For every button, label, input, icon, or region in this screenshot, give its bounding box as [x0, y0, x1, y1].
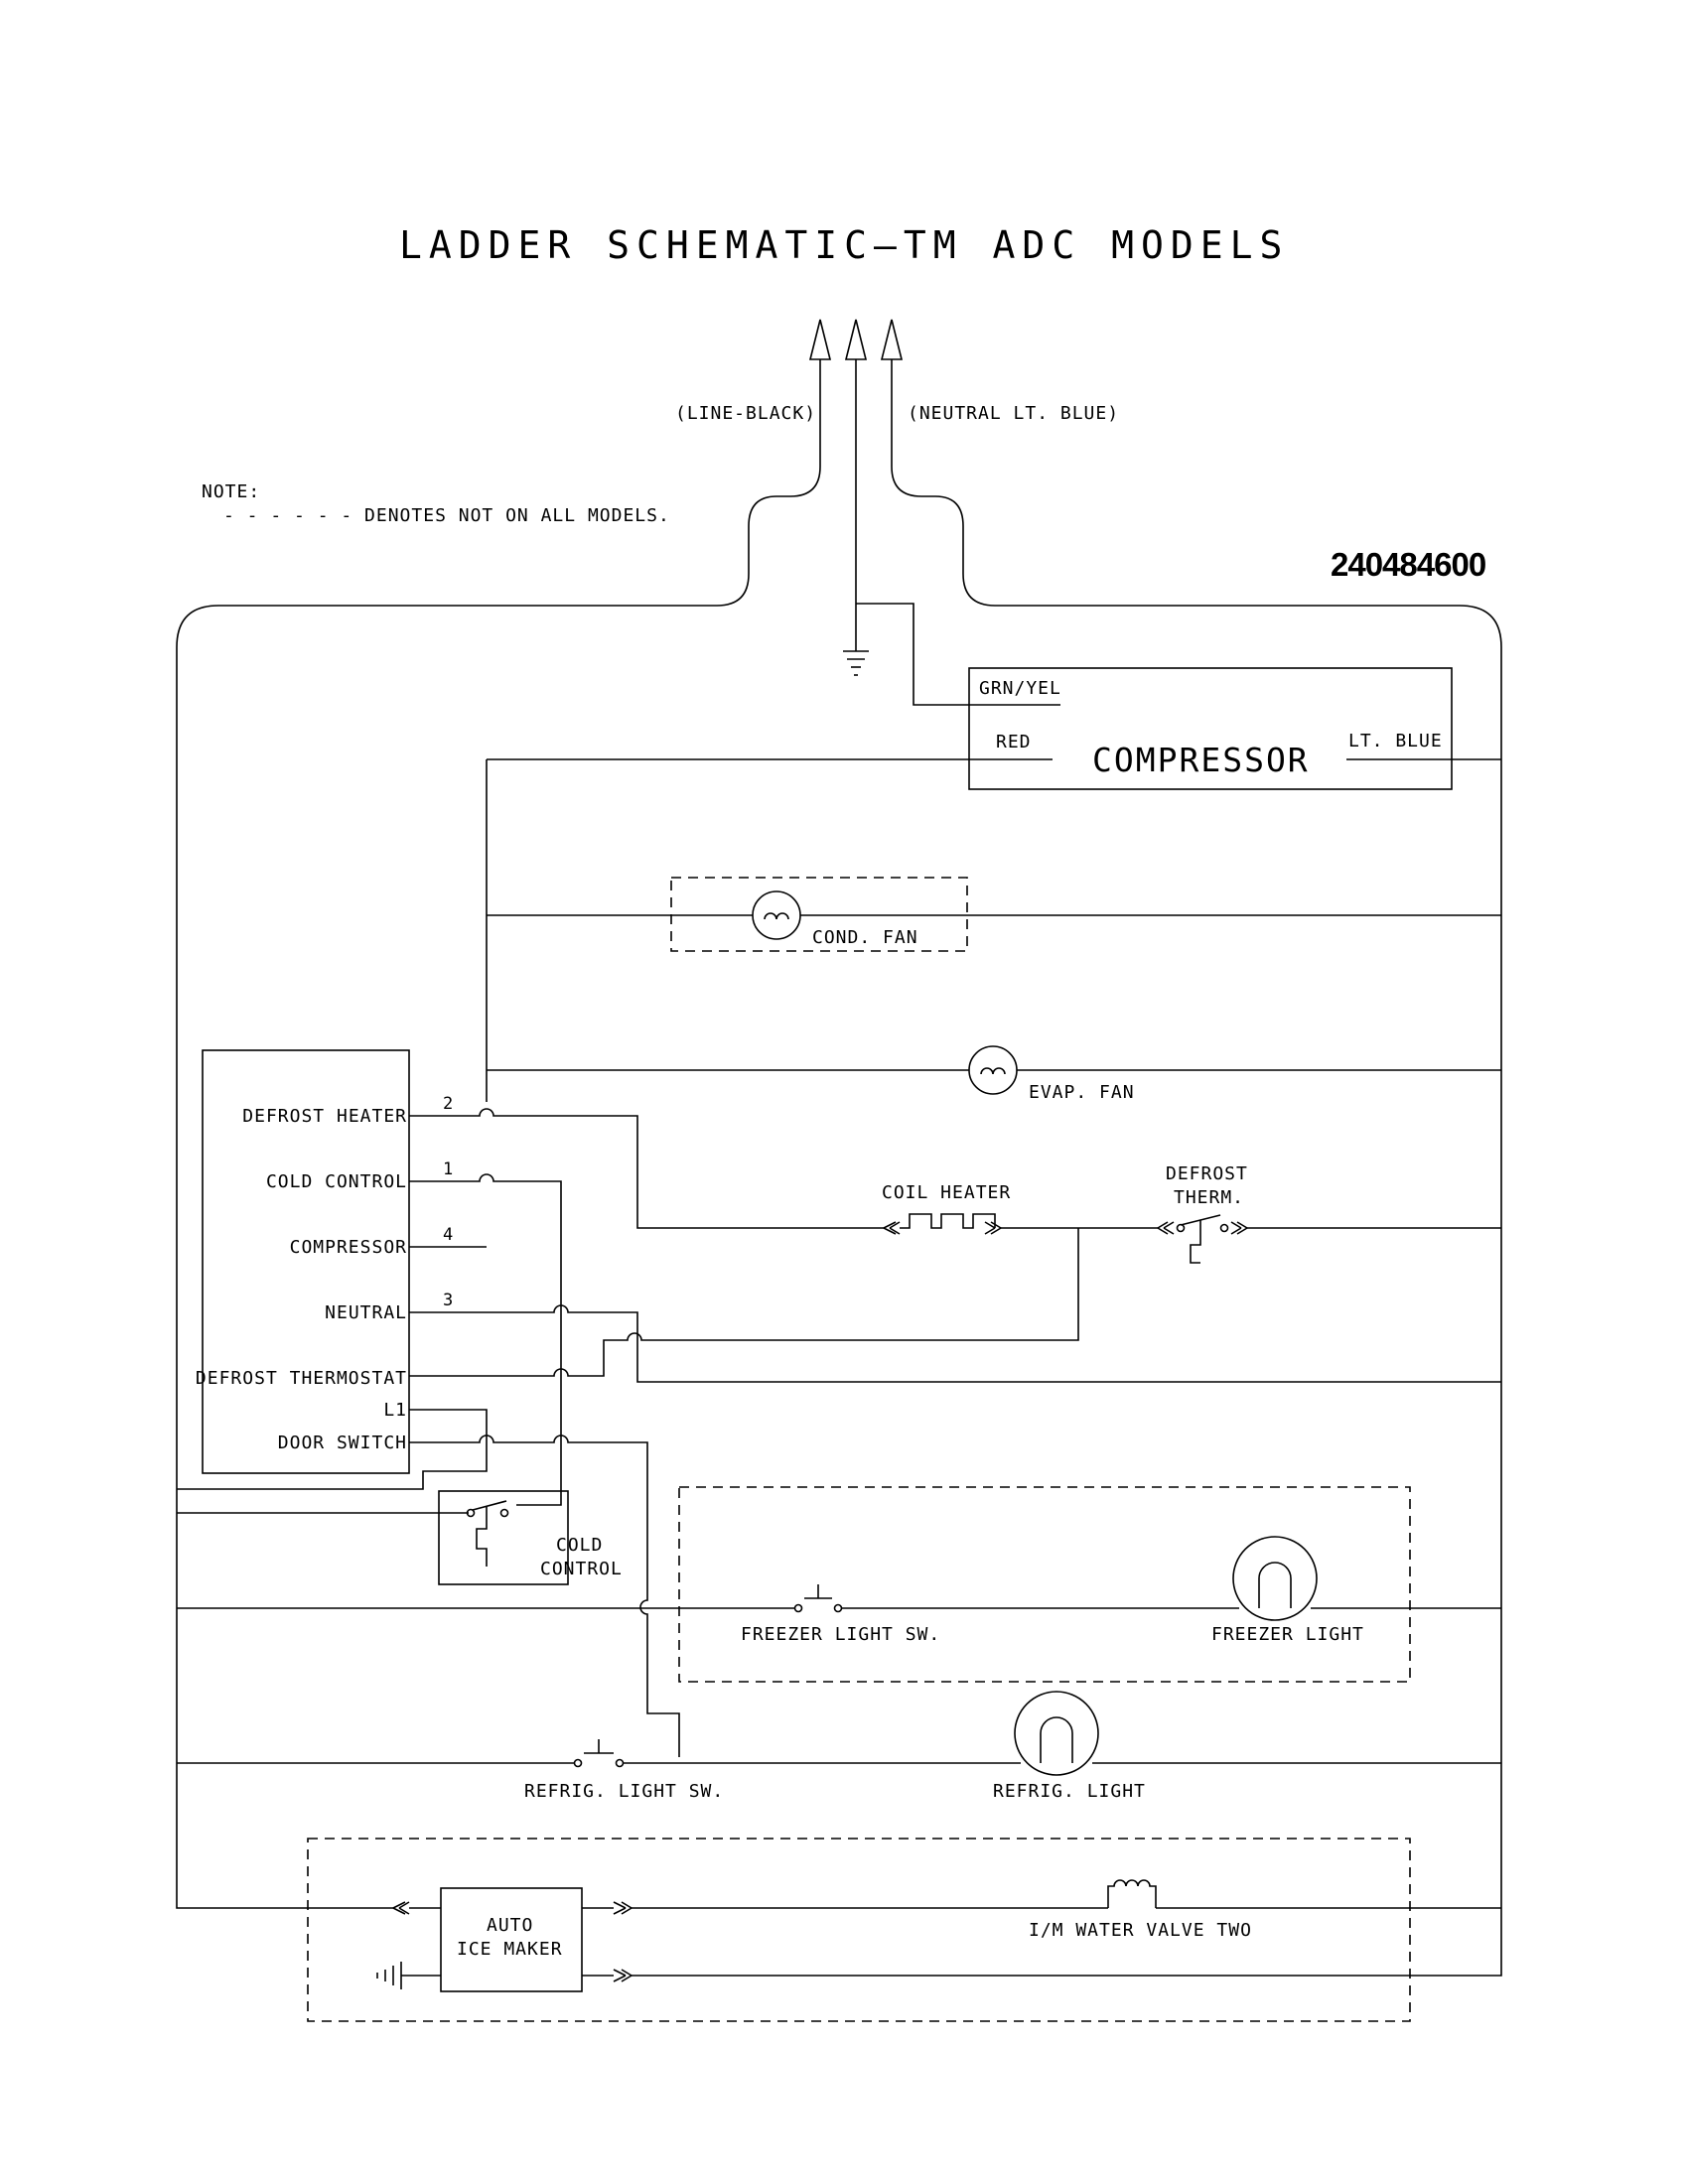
freezer-light-label: FREEZER LIGHT — [1211, 1624, 1364, 1645]
note-heading: NOTE: — [202, 481, 260, 502]
neutral-arrow-icon — [880, 319, 904, 360]
l1-wire — [177, 1409, 488, 1490]
refrig-light-switch-icon — [573, 1739, 625, 1768]
cold-control-label-2: CONTROL — [540, 1559, 623, 1579]
red-label: RED — [996, 732, 1032, 752]
evap-fan-label: EVAP. FAN — [1029, 1082, 1135, 1103]
evap-fan-motor-icon — [968, 1045, 1018, 1095]
timer-compressor: COMPRESSOR — [290, 1237, 407, 1258]
part-number: 240484600 — [1331, 546, 1485, 583]
lt-blue-label: LT. BLUE — [1348, 731, 1443, 751]
freezer-light-switch-icon — [793, 1584, 843, 1613]
pin-3: 3 — [443, 1291, 453, 1310]
pin-4: 4 — [443, 1225, 453, 1245]
timer-door-switch: DOOR SWITCH — [278, 1433, 407, 1453]
ground-arrow-icon — [844, 319, 868, 360]
pin-2: 2 — [443, 1094, 453, 1114]
cold-control-switch-icon — [466, 1500, 509, 1567]
cold-control-wire — [409, 1173, 562, 1506]
timer-l1: L1 — [383, 1400, 407, 1421]
coil-heater-label: COIL HEATER — [882, 1182, 1011, 1203]
ice-maker-box — [440, 1887, 583, 1992]
water-valve-coil-icon — [1107, 1879, 1157, 1908]
cold-control-label-1: COLD — [556, 1535, 603, 1556]
neutral-lead-wire — [409, 1304, 1501, 1383]
defrost-therm-label-2: THERM. — [1174, 1187, 1244, 1208]
compressor-label: COMPRESSOR — [1092, 741, 1310, 779]
defrost-therm-return-wire — [409, 1228, 1079, 1377]
cond-fan-optional-box — [670, 877, 968, 952]
line-black-label: (LINE-BLACK) — [675, 403, 816, 424]
refrig-light-label: REFRIG. LIGHT — [993, 1781, 1146, 1802]
freezer-light-optional-box — [678, 1486, 1411, 1683]
connector-arrows-icon — [392, 1901, 633, 1982]
ground-wire — [855, 359, 969, 706]
refrig-light-switch-label: REFRIG. LIGHT SW. — [524, 1781, 724, 1802]
timer-defrost-heater: DEFROST HEATER — [242, 1106, 407, 1127]
defrost-heater-wire — [409, 1108, 884, 1229]
cond-fan-motor-icon — [752, 890, 801, 940]
ice-maker-ground-icon — [376, 1962, 402, 1989]
schematic-title: LADDER SCHEMATIC—TM ADC MODELS — [399, 223, 1289, 267]
cond-fan-label: COND. FAN — [812, 927, 918, 948]
freezer-light-bulb-icon — [1232, 1536, 1318, 1621]
defrost-therm-icon — [1157, 1214, 1248, 1264]
neutral-label: (NEUTRAL LT. BLUE) — [908, 403, 1119, 424]
timer-neutral: NEUTRAL — [325, 1302, 407, 1323]
timer-cold-control: COLD CONTROL — [266, 1171, 407, 1192]
door-switch-wire — [409, 1434, 680, 1757]
neutral-wire — [891, 359, 1502, 1977]
freezer-light-switch-label: FREEZER LIGHT SW. — [741, 1624, 940, 1645]
cold-control-box — [438, 1490, 569, 1585]
timer-defrost-thermostat: DEFROST THERMOSTAT — [196, 1368, 407, 1389]
ice-maker-label-1: AUTO — [487, 1915, 533, 1936]
line-arrow-icon — [808, 319, 832, 360]
supply-arrows — [808, 319, 904, 360]
defrost-therm-label-1: DEFROST — [1166, 1163, 1248, 1184]
defrost-timer-box — [202, 1049, 410, 1474]
pin-1: 1 — [443, 1160, 453, 1179]
coil-heater-icon — [883, 1213, 1002, 1235]
grn-yel-label: GRN/YEL — [979, 678, 1061, 699]
water-valve-label: I/M WATER VALVE TWO — [1029, 1920, 1252, 1941]
compressor-box — [968, 667, 1453, 790]
ice-maker-label-2: ICE MAKER — [457, 1939, 563, 1960]
line-wire — [176, 359, 821, 1909]
note-text: - - - - - - DENOTES NOT ON ALL MODELS. — [223, 505, 670, 526]
refrig-light-bulb-icon — [1014, 1691, 1099, 1776]
ground-symbol-icon — [843, 650, 869, 676]
